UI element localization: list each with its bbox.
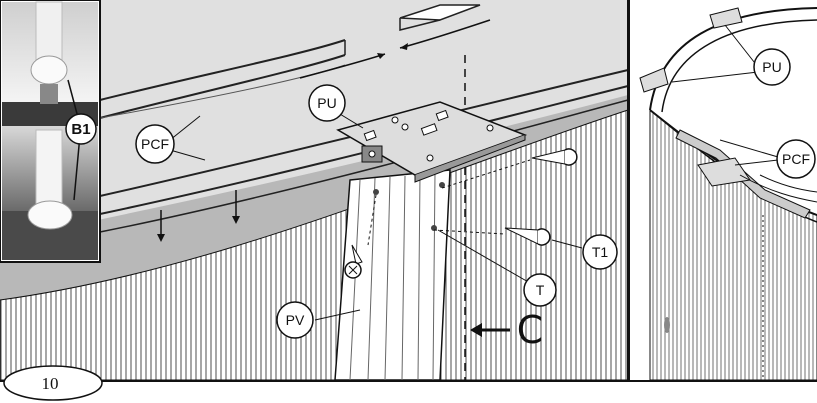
callout-t-label: T (536, 282, 545, 298)
page-number: 10 (42, 374, 59, 393)
callout-pv-label: PV (286, 312, 305, 328)
direction-letter: C (517, 308, 544, 352)
panel-divider (627, 0, 630, 380)
callout-right-pu: PU (753, 48, 791, 86)
callout-right-pcf: PCF (776, 139, 816, 179)
callout-t1-label: T1 (592, 244, 609, 260)
page-number-badge: 10 (3, 365, 103, 401)
callout-pv: PV (276, 301, 314, 339)
callout-right-pcf-label: PCF (782, 151, 810, 167)
callout-right-pu-label: PU (762, 59, 781, 75)
callout-pu-label: PU (317, 95, 336, 111)
callout-pcf-label: PCF (141, 136, 169, 152)
inset-label: B1 (71, 121, 90, 138)
callout-b1: B1 (65, 113, 97, 145)
right-panel (630, 0, 817, 381)
callout-t1: T1 (582, 234, 618, 270)
main-panel (0, 0, 629, 381)
callout-t: T (523, 273, 557, 307)
callout-pcf: PCF (135, 124, 175, 164)
callout-pu: PU (308, 84, 346, 122)
